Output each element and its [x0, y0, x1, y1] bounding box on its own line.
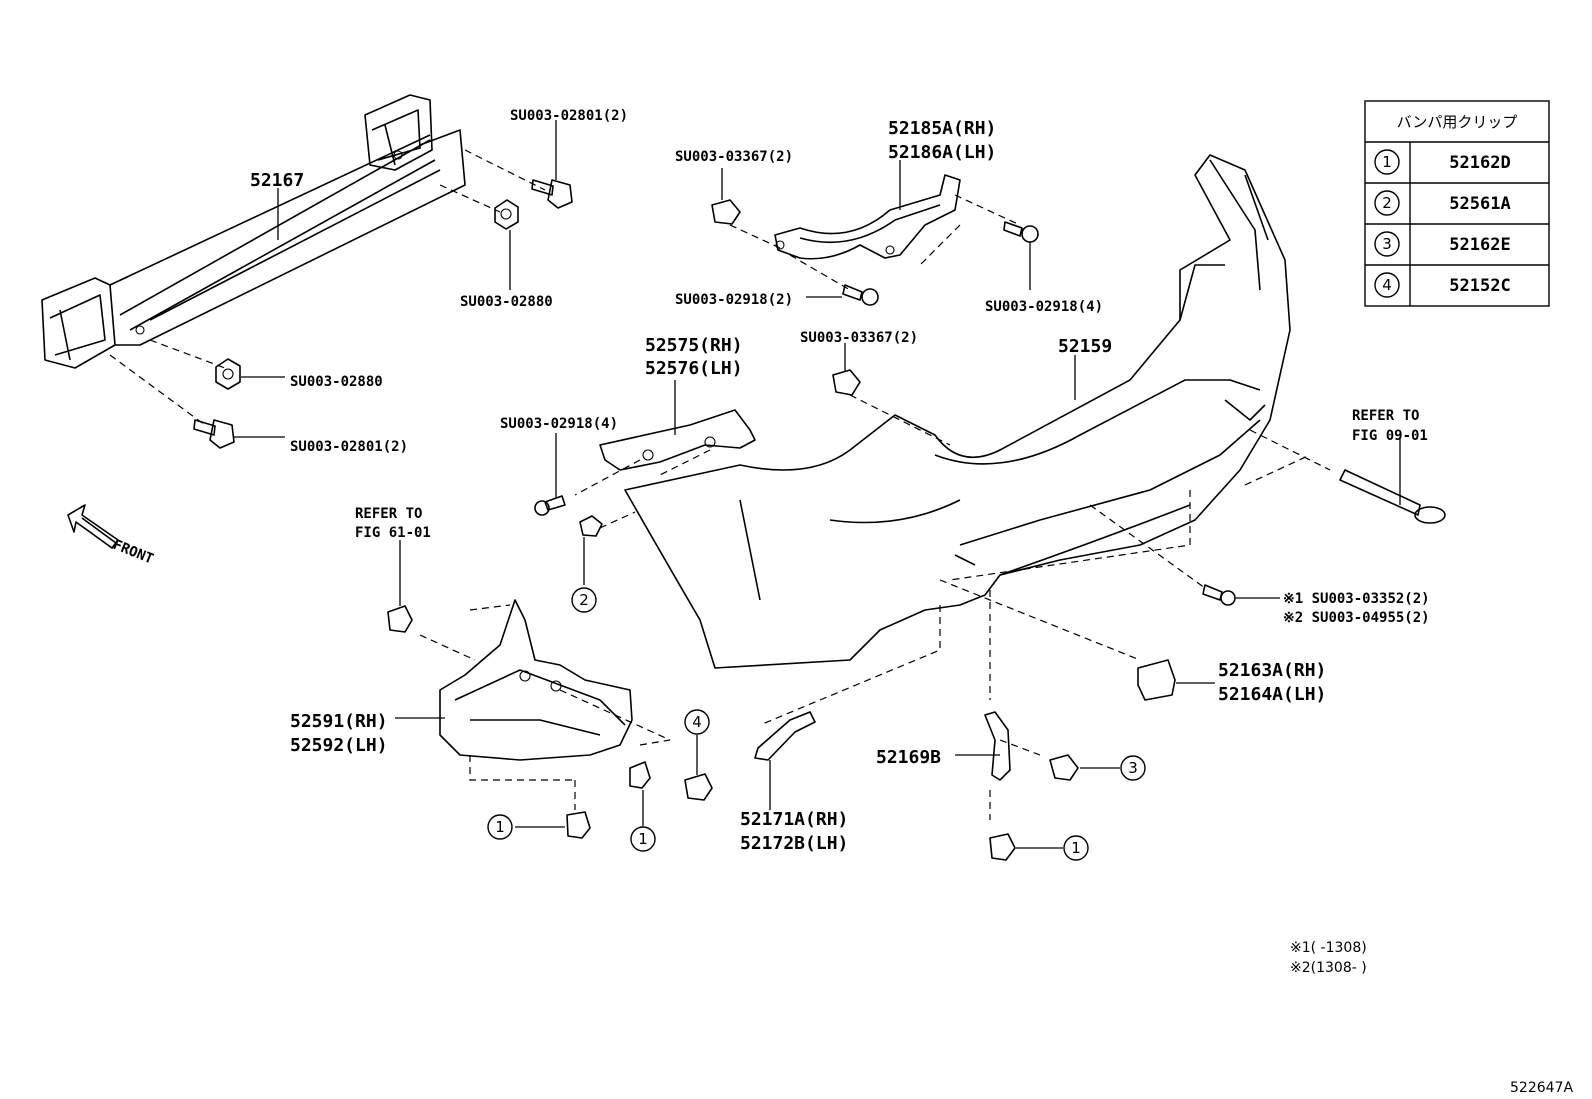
bracket-52169b [984, 711, 1011, 781]
tow-hook-bolt [1339, 469, 1446, 524]
label-52171a: 52171A(RH) [740, 809, 848, 830]
nut-su003-02880-lower [215, 358, 241, 390]
svg-text:2: 2 [579, 591, 589, 609]
figure-code: 522647A [1510, 1080, 1573, 1096]
svg-text:52162E: 52162E [1449, 235, 1510, 255]
rear-bumper-reinforcement [41, 94, 466, 369]
label-refer-61-line2: FIG 61-01 [355, 525, 431, 541]
label-su003-03367-lower: SU003-03367(2) [800, 330, 918, 346]
side-bracket-52575 [599, 409, 756, 471]
svg-text:52561A: 52561A [1449, 194, 1510, 214]
callout-1-lower: 1 [630, 826, 656, 852]
clip-4 [684, 773, 713, 801]
clip-1-bracket [989, 833, 1016, 861]
label-su003-02880-lower: SU003-02880 [290, 374, 383, 390]
label-52164a: 52164A(LH) [1218, 684, 1326, 705]
reflector-52163a [1137, 659, 1176, 701]
label-52172b: 52172B(LH) [740, 833, 848, 854]
svg-text:2: 2 [1382, 194, 1392, 212]
svg-text:52152C: 52152C [1449, 276, 1510, 296]
label-52167: 52167 [250, 170, 304, 191]
label-su003-02801-upper: SU003-02801(2) [510, 108, 628, 124]
label-52169b: 52169B [876, 747, 941, 768]
screw-su003-02918-side [534, 495, 566, 516]
clip-table-header: バンパ用クリップ [1397, 113, 1518, 131]
clip-table-row-3: 3 52162E [1374, 231, 1511, 257]
rear-bumper-cover [624, 154, 1291, 669]
callout-4: 4 [684, 709, 710, 735]
label-su003-03367-upper: SU003-03367(2) [675, 149, 793, 165]
callout-1-mudguard: 1 [487, 814, 513, 840]
mudguard-52591 [439, 599, 633, 761]
svg-text:1: 1 [1071, 839, 1081, 857]
nut-su003-02880-upper [494, 199, 519, 230]
upper-bracket-52185a [774, 174, 961, 260]
clip-1-lower [629, 761, 651, 789]
label-front: FRONT [111, 537, 156, 568]
label-52575: 52575(RH) [645, 335, 743, 356]
svg-text:52162D: 52162D [1449, 153, 1510, 173]
svg-text:1: 1 [495, 818, 505, 836]
note-1: ※1( -1308) [1290, 940, 1367, 956]
svg-text:3: 3 [1382, 235, 1392, 253]
svg-text:3: 3 [1128, 759, 1138, 777]
label-su003-02918-side: SU003-02918(4) [500, 416, 618, 432]
svg-text:1: 1 [638, 830, 648, 848]
label-52576: 52576(LH) [645, 358, 743, 379]
label-su003-02918-upper-right: SU003-02918(4) [985, 299, 1103, 315]
bolt-su003-02801-upper [531, 179, 573, 209]
label-su003-03352: ※1 SU003-03352(2) [1283, 591, 1430, 607]
clip-table-row-2: 2 52561A [1374, 190, 1511, 216]
label-52186a: 52186A(LH) [888, 142, 996, 163]
label-su003-02880-upper: SU003-02880 [460, 294, 553, 310]
callout-2: 2 [571, 587, 597, 613]
bumper-clip-table: バンパ用クリップ 1 52162D 2 52561A 3 52162E 4 52… [1364, 100, 1550, 307]
screw-su003-02918-upper-left [842, 284, 879, 306]
callout-1-bracket: 1 [1063, 835, 1089, 861]
clip-1-mudguard [566, 811, 591, 839]
label-52591: 52591(RH) [290, 711, 388, 732]
label-52592: 52592(LH) [290, 735, 388, 756]
label-refer-61-line1: REFER TO [355, 506, 422, 522]
clip-2-side [579, 515, 603, 537]
screw-su003-03352 [1202, 584, 1236, 606]
label-su003-02918-upper-left: SU003-02918(2) [675, 292, 793, 308]
label-refer-09-line2: FIG 09-01 [1352, 428, 1428, 444]
callout-3: 3 [1120, 755, 1146, 781]
label-52185a: 52185A(RH) [888, 118, 996, 139]
svg-text:4: 4 [1382, 276, 1392, 294]
clip-table-row-4: 4 52152C [1374, 272, 1511, 298]
clip-su-refer-61 [387, 605, 413, 633]
clip-su003-03367-lower [832, 369, 861, 396]
label-su003-04955: ※2 SU003-04955(2) [1283, 610, 1430, 626]
note-2: ※2(1308- ) [1290, 960, 1367, 976]
bracket-52171a [754, 711, 816, 761]
svg-text:1: 1 [1382, 153, 1392, 171]
label-52159: 52159 [1058, 336, 1112, 357]
label-52163a: 52163A(RH) [1218, 660, 1326, 681]
clip-su003-03367-upper [711, 199, 741, 225]
front-arrow-icon [67, 504, 119, 549]
svg-text:4: 4 [692, 713, 702, 731]
clip-3 [1049, 754, 1079, 781]
clip-table-row-1: 1 52162D [1374, 149, 1511, 175]
screw-su003-02918-upper-right [1003, 221, 1039, 243]
label-su003-02801-lower: SU003-02801(2) [290, 439, 408, 455]
bolt-su003-02801-lower [193, 419, 235, 449]
label-refer-09-line1: REFER TO [1352, 408, 1419, 424]
